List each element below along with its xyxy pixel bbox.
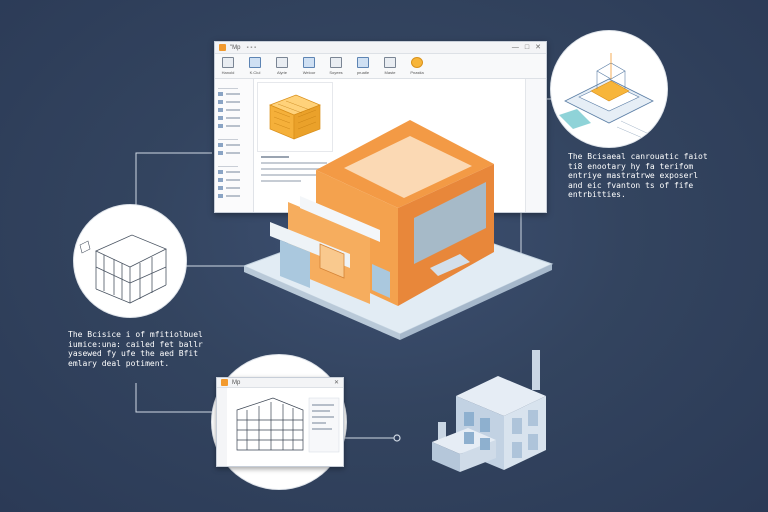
- ribbon-label: pruatle: [356, 70, 370, 75]
- ribbon-label: Hanold: [221, 70, 235, 75]
- folder-icon: [218, 186, 223, 190]
- quick-access-icon[interactable]: ▪ ▪ ▪: [246, 44, 257, 51]
- close-icon[interactable]: ✕: [333, 380, 339, 386]
- small-building-illustration: [432, 350, 546, 472]
- ribbon-label: K.Ciul: [249, 70, 261, 75]
- tree-item[interactable]: [218, 168, 253, 176]
- caption-line: yasewed fy ufe the aed Bfit: [68, 349, 199, 358]
- ribbon-label: Soyees: [329, 70, 343, 75]
- tree-item[interactable]: [218, 192, 253, 200]
- ribbon-button-2[interactable]: K.Ciul: [246, 57, 264, 75]
- ribbon-button-3[interactable]: Alyrie: [273, 57, 291, 75]
- ribbon-button-6[interactable]: pruatle: [354, 57, 372, 75]
- app-logo-icon: [221, 379, 228, 386]
- blueprint-app-window[interactable]: Mp ✕: [216, 377, 344, 467]
- ribbon-button-8[interactable]: Pnastia: [408, 57, 426, 75]
- caption-line: ti8 enootary hy fa terifom: [568, 161, 694, 171]
- wireframe-building-icon: [79, 234, 167, 304]
- document-icon: [222, 57, 234, 68]
- folder-icon: [218, 178, 223, 182]
- title-bar: "Mp ▪ ▪ ▪ — □ ✕: [215, 42, 546, 54]
- maximize-button[interactable]: □: [524, 44, 530, 51]
- tree-item[interactable]: [218, 176, 253, 184]
- floorplan-detail-circle[interactable]: [551, 31, 667, 147]
- preview-area: [257, 82, 335, 208]
- tree-item[interactable]: [218, 141, 253, 149]
- tree-item[interactable]: [218, 184, 253, 192]
- model-preview-card[interactable]: [257, 82, 333, 152]
- close-button[interactable]: ✕: [535, 44, 541, 51]
- ribbon-toolbar: Hanold K.Ciul Alyrie Weloor Soyees pruat…: [215, 54, 546, 79]
- right-caption: The Bcisaeal canrouatic faiot ti8 enoota…: [568, 152, 764, 200]
- wireframe-detail-circle[interactable]: [74, 205, 186, 317]
- elevation-drawing: [217, 388, 340, 466]
- project-browser-panel: [215, 79, 254, 212]
- ribbon-label: Pnastia: [410, 70, 424, 75]
- ribbon-button-7[interactable]: Maste: [381, 57, 399, 75]
- title-bar: Mp ✕: [217, 378, 343, 388]
- tree-item[interactable]: [218, 98, 253, 106]
- caption-line: emlary deal potiment.: [68, 358, 170, 368]
- ribbon-button-1[interactable]: Hanold: [219, 57, 237, 75]
- tree-item[interactable]: [218, 122, 253, 130]
- folder-icon: [218, 151, 223, 155]
- stack-icon: [276, 57, 288, 68]
- minimize-button[interactable]: —: [511, 44, 519, 51]
- caption-line: and eic fvanton ts of fife: [568, 180, 694, 190]
- ribbon-label: Alyrie: [276, 70, 287, 75]
- exploded-floorplan-icon: [559, 53, 654, 140]
- lightbulb-icon: [411, 57, 423, 68]
- app-logo-icon: [219, 44, 226, 51]
- ribbon-label: Maste: [384, 70, 396, 75]
- ribbon-button-4[interactable]: Weloor: [300, 57, 318, 75]
- panel-heading: [218, 133, 238, 140]
- caption-line: entriye mastratrwe exposerl: [568, 171, 699, 180]
- properties-panel: [525, 79, 546, 212]
- caption-line: entrbitties.: [568, 190, 626, 199]
- folder-icon: [218, 100, 223, 104]
- folder-icon: [218, 194, 223, 198]
- figure-icon: [357, 57, 369, 68]
- folder-icon: [218, 170, 223, 174]
- sheet-icon: [303, 57, 315, 68]
- tree-item[interactable]: [218, 90, 253, 98]
- caption-line: iumice:una: cailed fet ballr: [68, 339, 203, 349]
- tree-item[interactable]: [218, 149, 253, 157]
- caption-line: The Bcisaeal canrouatic faiot: [568, 152, 708, 161]
- folder-icon: [218, 108, 223, 112]
- ribbon-button-5[interactable]: Soyees: [327, 57, 345, 75]
- layer-icon: [330, 57, 342, 68]
- panel-heading: [218, 160, 238, 167]
- folder-icon: [218, 143, 223, 147]
- grid-icon: [384, 57, 396, 68]
- orange-cube-model: [269, 94, 321, 140]
- window-title: "Mp: [230, 44, 241, 51]
- window-title: Mp: [232, 379, 241, 386]
- folder-icon: [218, 116, 223, 120]
- caption-line: The Bcisice i of mfitiolbuel: [68, 330, 203, 339]
- tree-item[interactable]: [218, 114, 253, 122]
- isometric-building-illustration: [242, 120, 554, 340]
- description-text-block: [261, 156, 331, 186]
- ribbon-label: Weloor: [302, 70, 316, 75]
- folder-icon: [218, 124, 223, 128]
- tree-item[interactable]: [218, 106, 253, 114]
- panel-heading: [218, 82, 238, 89]
- camera-icon: [249, 57, 261, 68]
- folder-icon: [218, 92, 223, 96]
- left-caption: The Bcisice i of mfitiolbuel iumice:una:…: [68, 330, 238, 368]
